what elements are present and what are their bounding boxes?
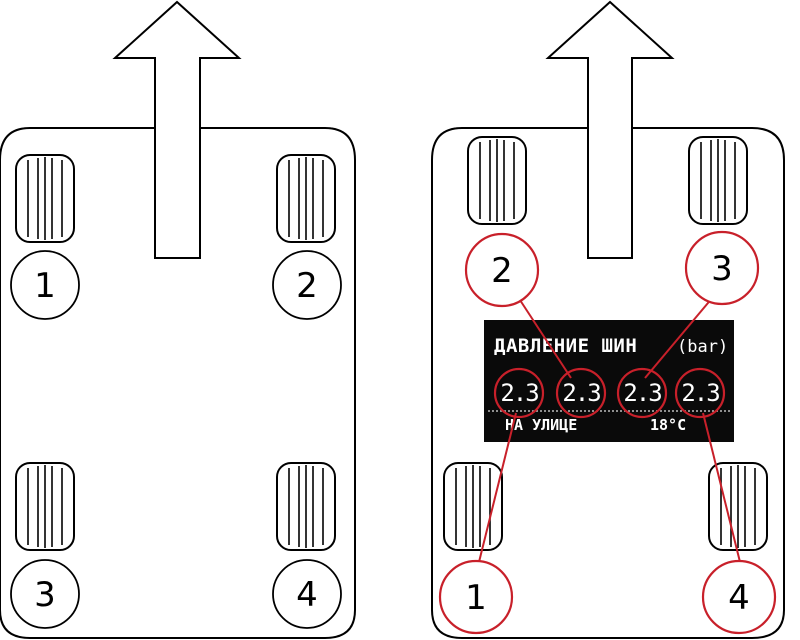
left-label-circle-3 xyxy=(10,559,80,629)
right-label-circle-3 xyxy=(684,230,760,306)
tpms-display: ДАВЛЕНИЕ ШИН (bar) 2.3 2.3 2.3 2.3 НА УЛ… xyxy=(484,320,734,442)
left-direction-arrow-icon xyxy=(112,0,242,259)
right-tire-front-left xyxy=(467,136,527,225)
callout-lines xyxy=(478,296,741,563)
left-label-4: 4 xyxy=(296,575,318,615)
right-label-2: 2 xyxy=(491,251,513,291)
left-label-circle-4 xyxy=(272,559,342,629)
callout-line-2 xyxy=(517,296,572,379)
value-highlight-1 xyxy=(493,367,545,419)
display-value-4: 2.3 xyxy=(681,379,719,407)
left-label-circle-1 xyxy=(10,250,80,320)
left-label-2: 2 xyxy=(296,266,318,306)
right-tire-rear-right xyxy=(708,462,768,551)
callout-line-4 xyxy=(702,412,741,563)
right-diagram: ДАВЛЕНИЕ ШИН (bar) 2.3 2.3 2.3 2.3 НА УЛ… xyxy=(431,0,785,639)
right-direction-arrow-icon xyxy=(545,0,675,259)
left-label-3: 3 xyxy=(34,575,56,615)
right-label-circle-2 xyxy=(464,232,540,308)
left-label-1: 1 xyxy=(34,266,56,306)
value-highlight-3 xyxy=(616,367,668,419)
right-label-circle-1 xyxy=(438,559,514,635)
left-label-circle-2 xyxy=(272,250,342,320)
right-label-1: 1 xyxy=(465,578,487,618)
left-tire-rear-left xyxy=(15,462,75,551)
left-car-body xyxy=(0,127,356,639)
display-value-2: 2.3 xyxy=(562,379,600,407)
left-tire-front-right xyxy=(276,154,336,243)
value-highlight-circles xyxy=(493,367,726,419)
display-background xyxy=(484,320,734,442)
display-temperature: 18°C xyxy=(650,416,686,434)
display-value-1: 2.3 xyxy=(500,379,538,407)
value-highlight-4 xyxy=(674,367,726,419)
display-value-3: 2.3 xyxy=(623,379,661,407)
left-diagram: 1 2 3 4 xyxy=(0,0,356,639)
callout-line-3 xyxy=(644,296,714,379)
left-tire-rear-right xyxy=(276,462,336,551)
right-label-4: 4 xyxy=(728,578,750,618)
right-label-3: 3 xyxy=(711,249,733,289)
right-car-body xyxy=(431,127,785,639)
display-outside-label: НА УЛИЦЕ xyxy=(505,416,577,434)
display-unit: (bar) xyxy=(677,337,728,357)
value-highlight-2 xyxy=(555,367,607,419)
right-tire-front-right xyxy=(688,136,748,225)
display-title: ДАВЛЕНИЕ ШИН xyxy=(494,335,637,357)
right-label-circle-4 xyxy=(701,559,777,635)
left-tire-front-left xyxy=(15,154,75,243)
callout-line-1 xyxy=(478,412,517,563)
